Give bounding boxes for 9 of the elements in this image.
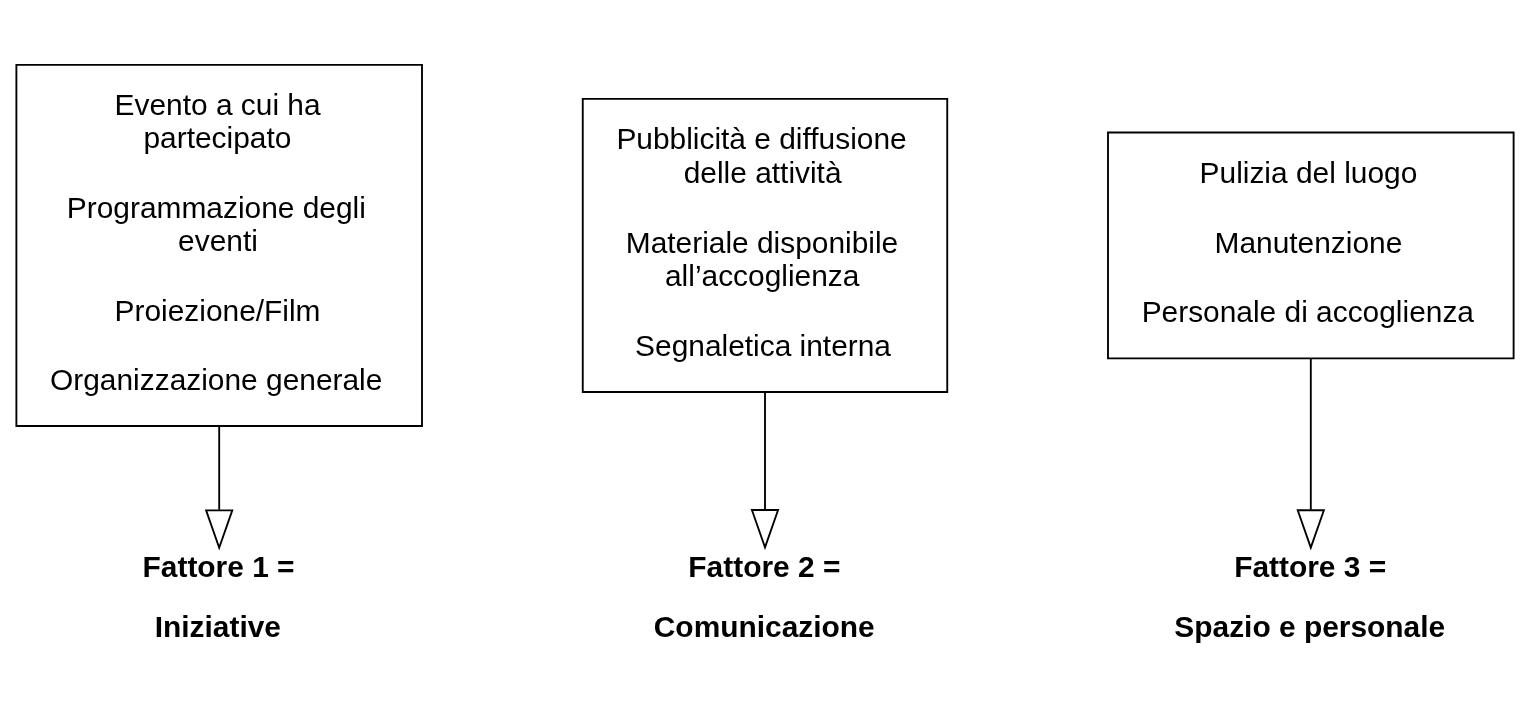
node-box: Evento a cui ha partecipato Programmazione degli eventi Proiezione/Film Organizzazione generale <box>15 63 423 427</box>
arrow <box>750 391 780 551</box>
arrow <box>204 425 234 551</box>
node-text: Fattore 3 = Spazio e personale <box>1174 550 1446 644</box>
node-text: Fattore 2 = Comunicazione <box>653 550 875 644</box>
node-box: Pulizia del luogo Manutenzione Personale di accoglienza <box>1107 131 1515 360</box>
node-box: Pubblicità e diffusione delle attività Materiale disponibile all’accoglienza Segnaletica interna <box>581 97 949 393</box>
arrow <box>1296 357 1326 551</box>
node-text: Fattore 1 = Iniziative <box>142 550 295 644</box>
